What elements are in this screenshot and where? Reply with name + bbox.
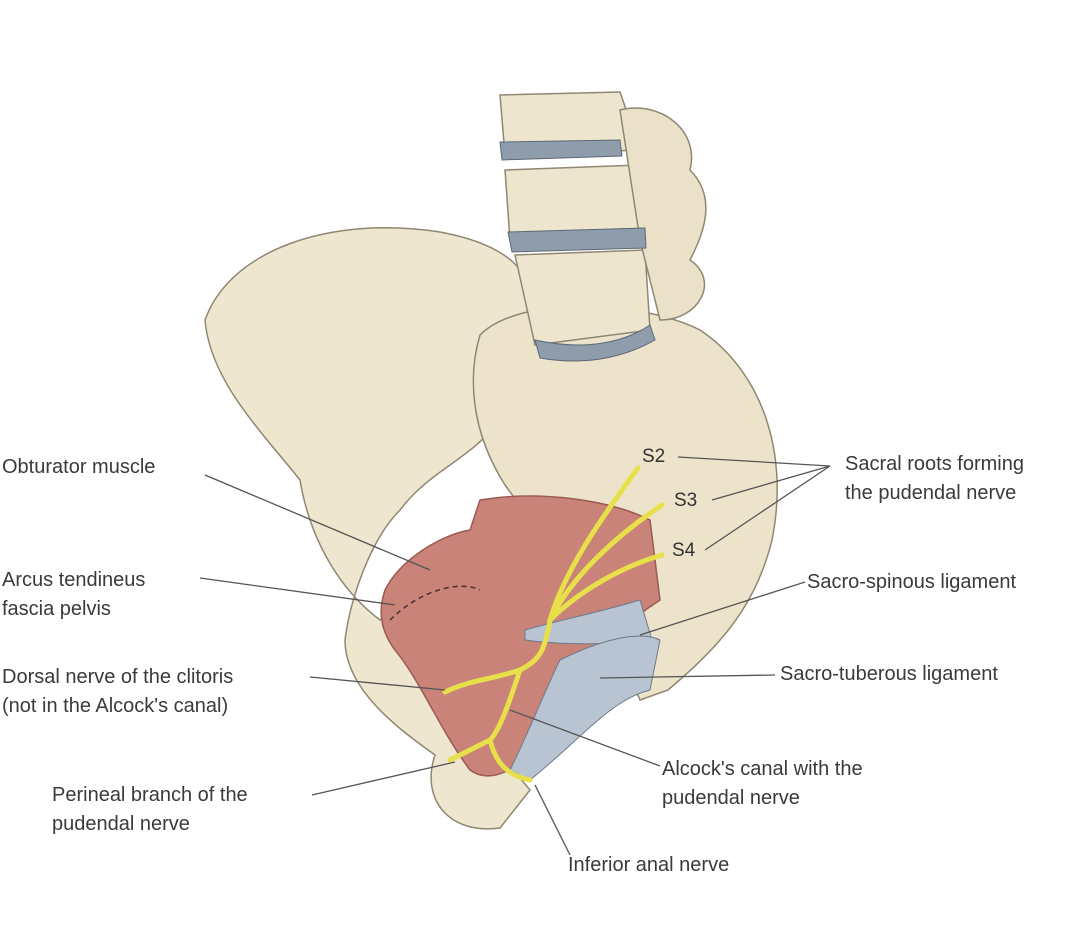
label-sacrotuberous: Sacro-tuberous ligament bbox=[780, 663, 998, 685]
intervertebral-disc bbox=[534, 324, 656, 362]
label-perineal-line2: pudendal nerve bbox=[52, 813, 190, 835]
intervertebral-disc bbox=[499, 139, 623, 161]
hip-bone bbox=[204, 227, 533, 830]
label-sacral-roots-line2: the pudendal nerve bbox=[845, 482, 1017, 504]
label-obturator-muscle: Obturator muscle bbox=[2, 456, 156, 478]
sacro-tuberous-ligament bbox=[509, 635, 661, 781]
label-alcock-line1: Alcock's canal with the bbox=[662, 758, 863, 780]
label-arcus-line1: Arcus tendineus bbox=[2, 569, 146, 591]
label-s2: S2 bbox=[642, 446, 666, 467]
label-inferior-anal-nerve: Inferior anal nerve bbox=[568, 854, 730, 876]
label-sacrospinous: Sacro-spinous ligament bbox=[807, 571, 1016, 593]
intervertebral-disc bbox=[507, 227, 647, 253]
spinous-process bbox=[619, 107, 707, 321]
label-perineal-line1: Perineal branch of the bbox=[52, 784, 248, 806]
label-dorsal-nerve-line1: Dorsal nerve of the clitoris bbox=[2, 666, 234, 688]
pudendal-nerve bbox=[442, 465, 665, 783]
leader-lines bbox=[199, 456, 831, 856]
label-alcock-line2: pudendal nerve bbox=[662, 787, 800, 809]
label-s4: S4 bbox=[672, 540, 696, 561]
vertebra bbox=[514, 249, 651, 346]
label-arcus-line2: fascia pelvis bbox=[2, 598, 111, 620]
label-sacral-roots-line1: Sacral roots forming bbox=[845, 453, 1024, 475]
label-dorsal-nerve-line2: (not in the Alcock's canal) bbox=[2, 695, 229, 717]
label-s3: S3 bbox=[674, 490, 698, 511]
